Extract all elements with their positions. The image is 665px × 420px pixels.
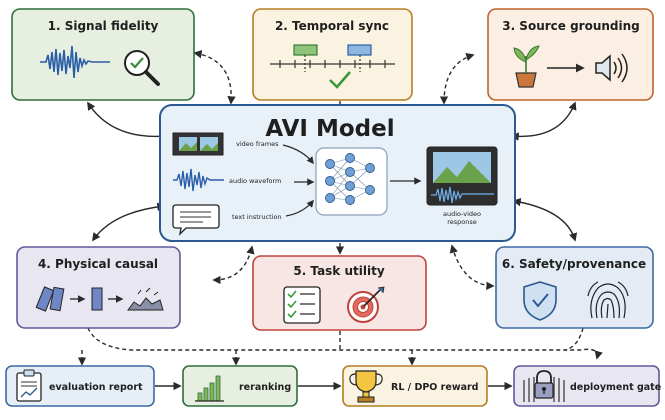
output-deployment-gate: deployment gate xyxy=(513,365,661,407)
output-evaluation-report: evaluation report xyxy=(5,365,155,407)
box-safety-provenance: 6. Safety/provenance xyxy=(495,246,654,329)
waveform-icon xyxy=(40,45,110,79)
padlock-gate-icon xyxy=(523,370,565,402)
output-label-reranking: reranking xyxy=(239,382,291,393)
response-label-line1: audio-video xyxy=(443,210,481,218)
arrow-b4-b5-dashed xyxy=(212,245,255,285)
box-temporal-sync: 2. Temporal sync xyxy=(252,8,413,101)
box-signal-fidelity: 1. Signal fidelity xyxy=(11,8,195,101)
output-label-rl-dpo-reward: RL / DPO reward xyxy=(391,382,479,393)
title-physical-causal: 4. Physical causal xyxy=(38,257,158,271)
model-title: AVI Model xyxy=(265,116,394,142)
input-label-audio: audio waveform xyxy=(229,177,281,185)
response-label-line2: response xyxy=(447,218,477,226)
title-temporal-sync: 2. Temporal sync xyxy=(275,19,389,33)
title-safety-provenance: 6. Safety/provenance xyxy=(502,257,646,271)
arrow-model-b3 xyxy=(510,101,577,141)
audio-wave-icon xyxy=(173,168,224,192)
title-task-utility: 5. Task utility xyxy=(293,264,384,278)
check-icon xyxy=(329,71,351,89)
plant-pot-icon xyxy=(513,45,540,88)
model-box: AVI Model video frames audio waveform te… xyxy=(159,104,516,242)
box-physical-causal: 4. Physical causal xyxy=(16,246,181,329)
shield-check-icon xyxy=(523,281,557,321)
output-label-evaluation-report: evaluation report xyxy=(49,382,143,393)
title-source-grounding: 3. Source grounding xyxy=(502,19,640,33)
clipboard-chart-icon xyxy=(16,369,42,402)
feeder-b6 xyxy=(564,327,584,351)
film-strip-icon xyxy=(172,132,224,156)
arrow-model-b4 xyxy=(92,202,166,242)
speaker-icon xyxy=(595,53,628,83)
trophy-icon xyxy=(349,370,383,403)
arrow-b1-b2-dashed xyxy=(193,50,236,105)
arrow-model-b6 xyxy=(512,198,578,242)
input-label-text: text instruction xyxy=(232,213,282,221)
timeline-icon xyxy=(270,44,395,72)
output-reranking: reranking xyxy=(182,365,298,407)
output-label-deployment-gate: deployment gate xyxy=(570,382,661,393)
dominoes-icon xyxy=(35,286,164,312)
target-icon xyxy=(347,286,385,323)
neural-network-icon xyxy=(315,147,388,216)
box-task-utility: 5. Task utility xyxy=(252,255,427,331)
output-rl-dpo-reward: RL / DPO reward xyxy=(342,365,488,407)
connectors xyxy=(77,50,603,391)
input-arrows xyxy=(282,144,422,217)
bar-chart-icon xyxy=(195,375,224,402)
arrow-model-b1 xyxy=(87,101,168,141)
feeder-b4 xyxy=(87,327,603,360)
arrow-b3-model-dashed xyxy=(439,52,475,105)
text-bubble-icon xyxy=(172,204,220,236)
response-video-icon xyxy=(426,146,498,206)
fingerprint-icon xyxy=(587,281,629,319)
input-label-video: video frames xyxy=(236,140,279,148)
box-source-grounding: 3. Source grounding xyxy=(487,8,654,101)
magnifier-check-icon xyxy=(124,50,160,86)
checklist-icon xyxy=(283,286,321,324)
arrow-model-b6-dashed xyxy=(449,244,495,290)
title-signal-fidelity: 1. Signal fidelity xyxy=(48,19,159,33)
